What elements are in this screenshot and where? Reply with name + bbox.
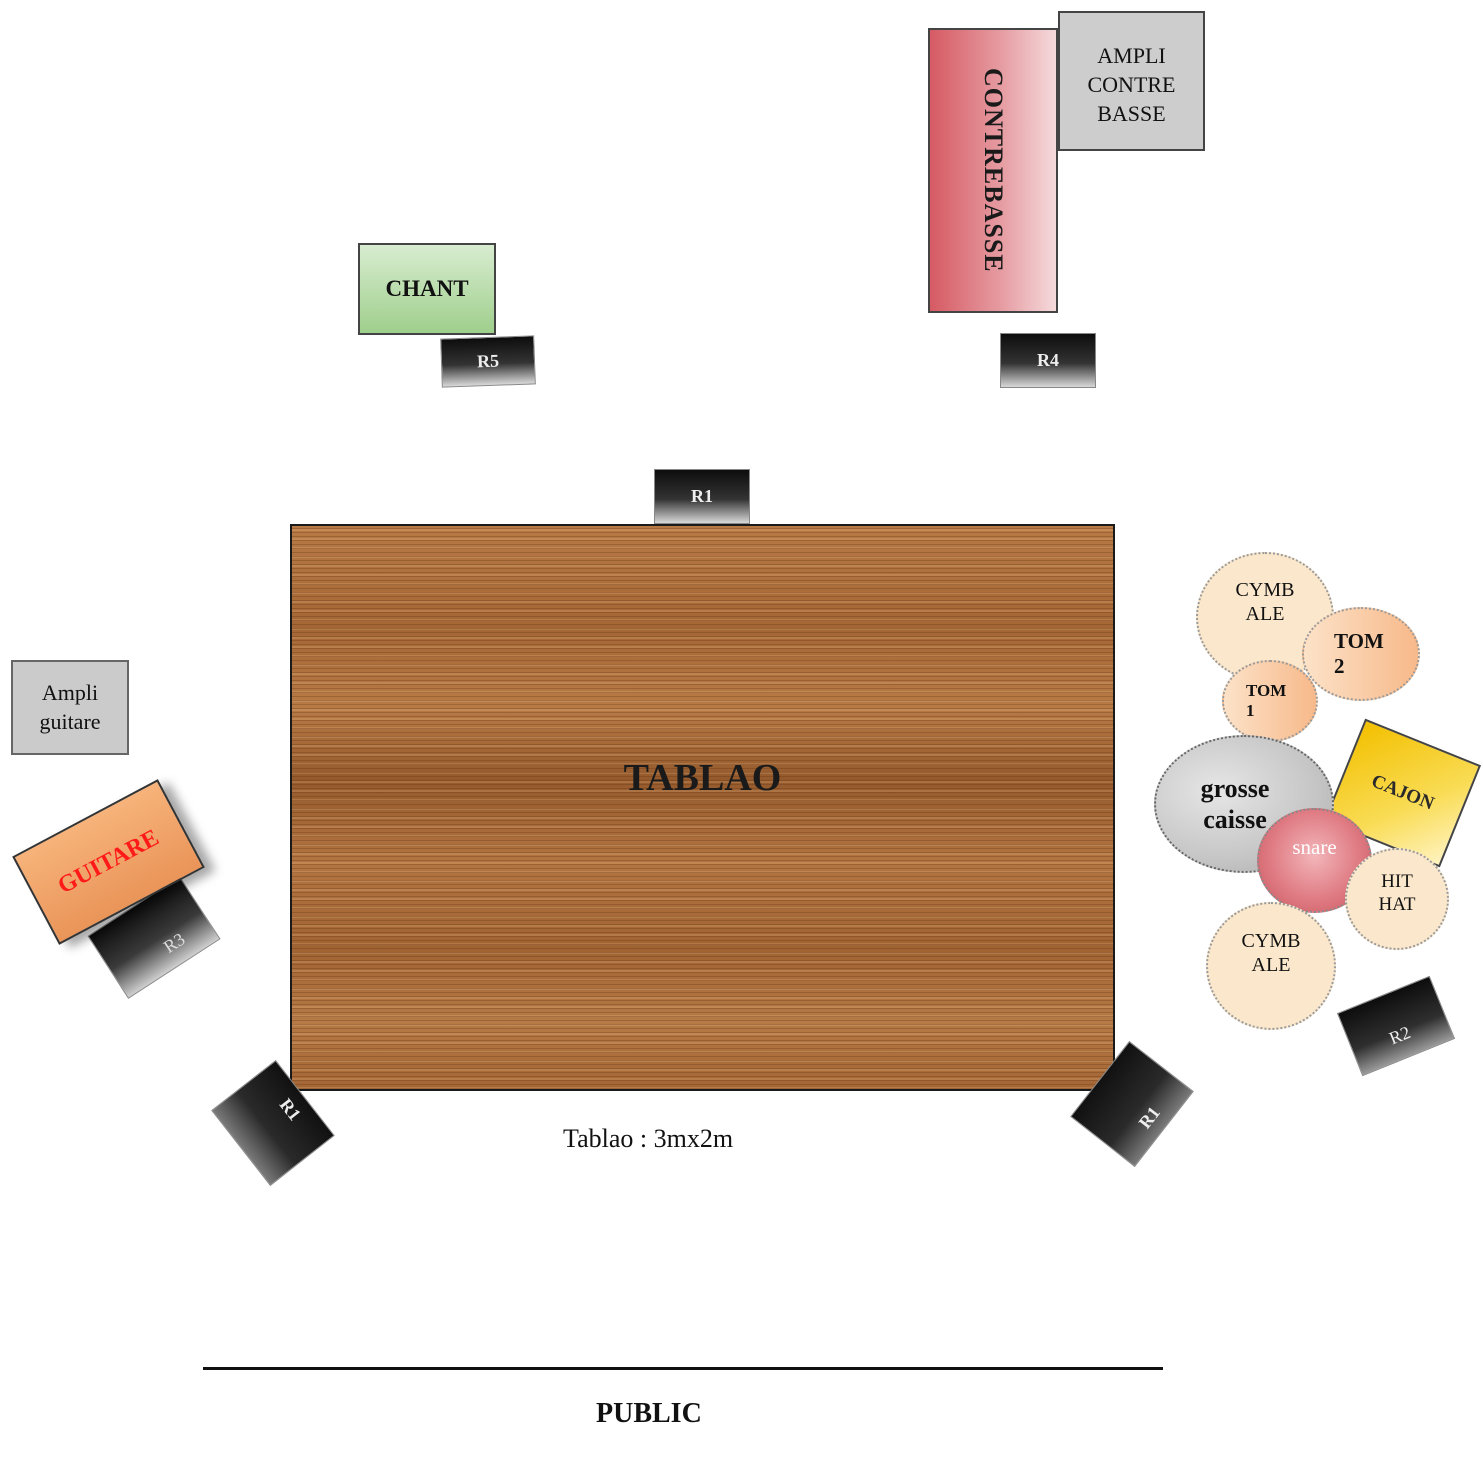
public-label: PUBLIC bbox=[596, 1398, 702, 1429]
tablao-label: TABLAO bbox=[623, 756, 782, 799]
ampli-guitare-line2: guitare bbox=[39, 708, 101, 734]
grosse-caisse-line1: grosse bbox=[1200, 773, 1270, 803]
cajon-label: CAJON bbox=[1368, 770, 1437, 815]
chant-label: CHANT bbox=[385, 276, 469, 301]
tablao-stage: TABLAO bbox=[290, 524, 1115, 1091]
snare-label: snare bbox=[1292, 834, 1337, 859]
tom-1: TOM 1 bbox=[1222, 660, 1318, 742]
monitor-r1-left-label: R1 bbox=[276, 1094, 306, 1124]
monitor-r4: R4 bbox=[1000, 333, 1096, 388]
grosse-caisse: grosse caisse bbox=[1154, 735, 1334, 873]
ampli-contrebasse-line3: BASSE bbox=[1097, 101, 1166, 127]
cymbale-top-line1: CYMB bbox=[1235, 579, 1295, 601]
cymbale-bottom: CYMB ALE bbox=[1206, 902, 1336, 1030]
ampli-contrebasse-line1: AMPLI bbox=[1097, 43, 1166, 68]
ampli-guitare-line1: Ampli bbox=[41, 679, 99, 705]
audience-line bbox=[203, 1367, 1163, 1370]
monitor-r5: R5 bbox=[440, 335, 536, 388]
ampli-guitare-box: Ampli guitare bbox=[11, 660, 129, 755]
cymbale-bottom-line1: CYMB bbox=[1241, 930, 1301, 952]
hit-hat-line2: HAT bbox=[1378, 894, 1416, 915]
monitor-r2-label: R2 bbox=[1386, 1021, 1414, 1049]
guitare-label: GUITARE bbox=[53, 824, 164, 899]
tom-2-line1: TOM bbox=[1334, 628, 1384, 653]
tom-2-line2: 2 bbox=[1334, 654, 1345, 678]
monitor-r1-right-label: R1 bbox=[1134, 1102, 1164, 1133]
ampli-contrebasse-line2: CONTRE bbox=[1087, 72, 1176, 98]
hit-hat-line1: HIT bbox=[1381, 871, 1413, 893]
monitor-r2: R2 bbox=[1336, 975, 1456, 1077]
tablao-caption: Tablao : 3mx2m bbox=[563, 1124, 734, 1153]
cymbale-top-line2: ALE bbox=[1245, 603, 1285, 625]
contrebasse-box: CONTREBASSE bbox=[928, 28, 1058, 313]
monitor-r1-top: R1 bbox=[654, 469, 750, 524]
contrebasse-label: CONTREBASSE bbox=[979, 68, 1008, 273]
tom-2: TOM 2 bbox=[1302, 607, 1420, 701]
hit-hat: HIT HAT bbox=[1345, 848, 1449, 950]
cymbale-bottom-line2: ALE bbox=[1251, 954, 1291, 976]
monitor-r1-top-label: R1 bbox=[691, 486, 713, 506]
ampli-contrebasse-box: AMPLI CONTRE BASSE bbox=[1058, 11, 1205, 151]
grosse-caisse-line2: caisse bbox=[1203, 805, 1267, 834]
monitor-r3-label: R3 bbox=[159, 928, 189, 957]
tom-1-line1: TOM bbox=[1246, 680, 1287, 700]
monitor-r4-label: R4 bbox=[1037, 350, 1059, 370]
chant-box: CHANT bbox=[358, 243, 496, 335]
monitor-r5-label: R5 bbox=[476, 350, 500, 372]
tom-1-line2: 1 bbox=[1246, 701, 1255, 720]
